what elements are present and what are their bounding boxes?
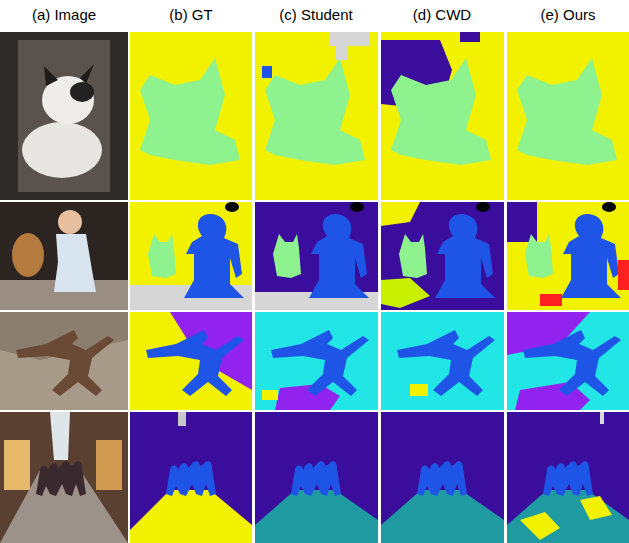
map-shape [130,312,252,410]
map-shape [262,66,272,78]
map-shape [540,294,562,306]
row-cat [0,32,629,200]
map-shape [18,40,110,192]
map-shape [130,490,252,543]
map-shape [580,496,612,520]
segment-region [391,58,491,165]
column-header: (e) Ours [540,6,595,24]
map-shape [0,412,128,543]
segment-region [435,214,495,298]
segment-region [525,234,553,278]
map-shape [262,390,278,400]
map-shape [130,412,252,543]
map-shape [507,490,629,543]
column-header: (c) Student [279,6,352,24]
map-shape [381,412,504,543]
column-header: (d) CWD [413,6,471,24]
map-shape [44,64,94,86]
row-climber [0,312,629,410]
map-shape [0,202,128,310]
map-shape [507,312,629,410]
map-shape [130,202,252,310]
map-shape [507,412,629,543]
map-shape [520,512,560,540]
row-street [0,412,629,543]
map-shape [58,210,82,234]
segment-region [417,461,467,496]
map-shape [12,233,44,277]
map-shape [22,122,102,178]
map-shape [50,412,70,460]
map-shape [381,490,504,543]
map-shape [275,384,340,410]
map-shape [255,312,378,410]
segment-region [166,461,216,496]
segment-region [561,214,621,298]
map-shape [381,202,504,310]
map-shape [70,82,94,102]
segment-region [16,330,114,396]
segment-region [291,461,341,496]
map-shape [255,412,378,543]
segment-region [140,58,240,165]
map-shape [178,412,186,426]
segment-region [273,234,301,278]
segment-region [271,330,369,396]
map-shape [96,440,122,490]
column-header: (b) GT [169,6,212,24]
segment-region [309,214,369,298]
map-shape [600,412,604,424]
map-shape [130,32,252,200]
map-shape [255,490,378,543]
segment-region [184,214,244,298]
segment-region [397,330,495,396]
map-shape [507,32,629,200]
map-shape [0,32,128,200]
map-shape [381,312,504,410]
map-shape [54,234,96,292]
map-shape [507,202,629,310]
map-shape [602,202,616,212]
map-shape [0,312,128,410]
segment-region [146,330,244,396]
map-shape [410,384,428,396]
map-shape [381,278,430,308]
map-shape [4,440,30,490]
map-shape [381,202,420,226]
segment-region [148,234,176,278]
map-shape [350,202,364,212]
column-header: (a) Image [32,6,96,24]
row-baby [0,202,629,310]
segment-region [543,461,593,496]
map-shape [255,32,378,200]
map-shape [255,202,378,310]
segment-region [523,330,621,396]
segment-region [265,58,365,165]
segment-region [517,58,617,165]
map-shape [618,260,629,290]
map-shape [330,32,370,46]
segment-region [399,234,427,278]
map-shape [476,202,490,212]
segment-region [36,461,86,496]
map-shape [336,46,348,60]
map-shape [381,32,504,200]
map-shape [460,32,480,42]
map-shape [225,202,239,212]
